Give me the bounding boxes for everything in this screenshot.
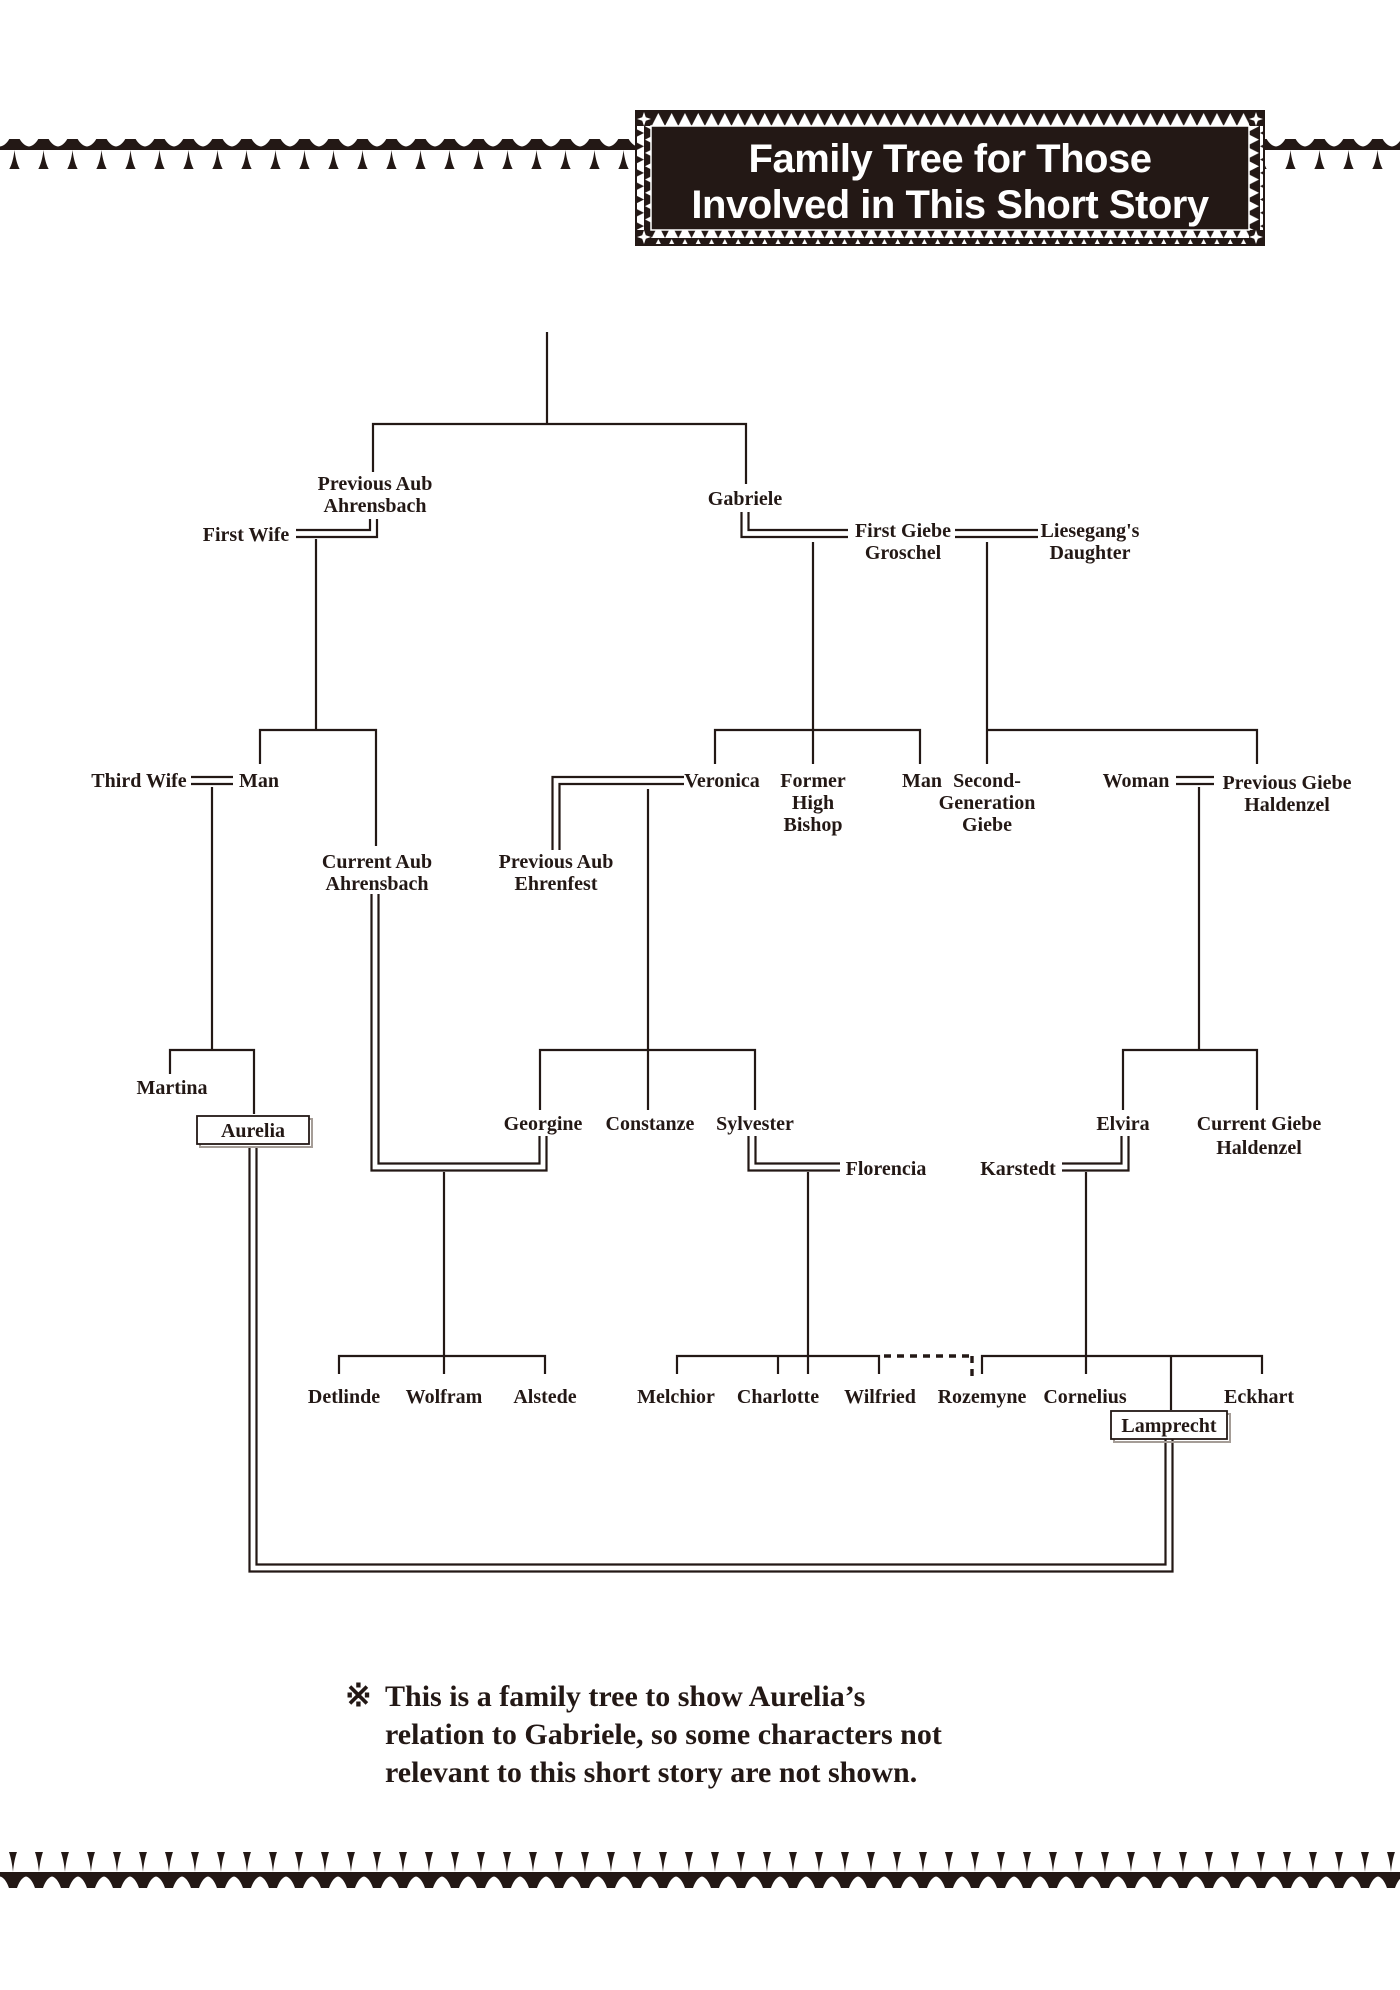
node-sylvester: Sylvester xyxy=(716,1113,794,1135)
node-gabriele: Gabriele xyxy=(708,488,783,510)
footnote-line-3: relevant to this short story are not sho… xyxy=(385,1756,917,1789)
node-lamprecht: Lamprecht xyxy=(1121,1415,1217,1437)
node-former-high-bishop: Former xyxy=(780,770,846,792)
title-border-top-teeth xyxy=(651,112,1249,126)
marriage-currentaub-georgine xyxy=(377,894,541,1165)
connector-groschel-children-fork xyxy=(987,728,1259,764)
node-wolfram: Wolfram xyxy=(406,1386,483,1408)
footnote-line-2: relation to Gabriele, so some characters… xyxy=(385,1718,942,1751)
node-current-aub-ahrensbach: Ahrensbach xyxy=(326,873,429,895)
top-band-left-spikes xyxy=(0,139,637,169)
node-former-high-bishop: Bishop xyxy=(784,814,843,836)
node-karstedt: Karstedt xyxy=(980,1158,1056,1180)
top-band-right-spikes xyxy=(1257,139,1400,169)
node-rozemyne: Rozemyne xyxy=(938,1386,1027,1408)
marriage-aurelia-lamprecht xyxy=(248,1146,1174,1573)
connector-thirdwife-children-fork xyxy=(168,1048,256,1114)
node-third-wife: Third Wife xyxy=(91,770,187,792)
marriage-sylvester-florencia xyxy=(747,1136,840,1172)
connector-gabriele-children-fork xyxy=(713,728,922,764)
node-man-son-of-first-wife: Man xyxy=(239,770,279,792)
node-former-high-bishop: High xyxy=(792,792,834,814)
person-labels: Previous Aub Ahrensbach Gabriele First W… xyxy=(91,473,1351,1408)
node-charlotte: Charlotte xyxy=(737,1386,819,1408)
adoption-connector xyxy=(884,1354,974,1380)
node-first-wife: First Wife xyxy=(203,524,290,546)
title-border-left-teeth xyxy=(637,126,651,230)
node-current-giebe-haldenzel: Current Giebe xyxy=(1197,1113,1322,1135)
node-previous-aub-ehrenfest: Ehrenfest xyxy=(515,873,598,895)
node-alstede: Alstede xyxy=(513,1386,576,1408)
title-plaque: Family Tree for Those Involved in This S… xyxy=(635,110,1265,246)
node-man-son-of-groschel: Man xyxy=(902,770,942,792)
marriage-sylvester-florencia xyxy=(754,1136,840,1165)
title-border-right-teeth xyxy=(1249,126,1263,230)
tree-connectors xyxy=(168,332,1264,1410)
node-melchior: Melchior xyxy=(637,1386,715,1408)
marriage-currentaub-georgine xyxy=(370,894,548,1172)
node-detlinde: Detlinde xyxy=(308,1386,380,1408)
node-florencia: Florencia xyxy=(846,1158,927,1180)
title-line-1: Family Tree for Those xyxy=(749,137,1152,181)
connector-elvira-children-fork xyxy=(980,1354,1264,1374)
title-corner-star-icon xyxy=(637,112,651,126)
marriage-karstedt-elvira xyxy=(1062,1136,1123,1165)
footnote-marker: ※ xyxy=(345,1677,372,1713)
node-woman: Woman xyxy=(1103,770,1170,792)
top-decorative-band xyxy=(0,139,1400,169)
connector-root-fork xyxy=(371,422,748,484)
node-first-giebe-groschel: Groschel xyxy=(865,542,942,564)
node-second-generation-giebe: Giebe xyxy=(962,814,1012,836)
marriage-veronica-prevaubehrenfest xyxy=(551,775,684,850)
node-second-generation-giebe: Second- xyxy=(953,770,1021,792)
node-current-aub-ahrensbach: Current Aub xyxy=(322,851,432,873)
marriage-veronica-prevaubehrenfest xyxy=(558,782,684,850)
node-first-giebe-groschel: First Giebe xyxy=(855,520,951,542)
node-previous-aub-ehrenfest: Previous Aub xyxy=(499,851,614,873)
aurelia-box xyxy=(196,1115,310,1145)
node-aurelia: Aurelia xyxy=(221,1120,285,1142)
node-eckhart: Eckhart xyxy=(1224,1386,1294,1408)
lamprecht-box xyxy=(1110,1410,1228,1440)
footnote-line-1: This is a family tree to show Aurelia’s xyxy=(385,1680,865,1713)
node-previous-aub-ahrensbach: Ahrensbach xyxy=(324,495,427,517)
node-previous-giebe-haldenzel: Haldenzel xyxy=(1244,794,1330,816)
title-corner-star-icon xyxy=(1249,230,1263,244)
marriage-karstedt-elvira xyxy=(1062,1136,1130,1172)
marriage-firstwife-prevaubahrensbach xyxy=(296,519,379,539)
node-cornelius: Cornelius xyxy=(1043,1386,1127,1408)
marriage-firstwife-prevaubahrensbach xyxy=(296,519,372,532)
connector-firstwife-children-fork xyxy=(258,728,378,846)
connector-veronica-children-fork xyxy=(538,1048,757,1110)
node-second-generation-giebe: Generation xyxy=(939,792,1036,814)
node-elvira: Elvira xyxy=(1096,1113,1149,1135)
node-previous-giebe-haldenzel: Previous Giebe xyxy=(1222,772,1351,794)
bottom-decorative-band xyxy=(0,1852,1400,1888)
title-corner-star-icon xyxy=(1249,112,1263,126)
footnote: ※ This is a family tree to show Aurelia’… xyxy=(345,1677,942,1789)
node-previous-aub-ahrensbach: Previous Aub xyxy=(318,473,433,495)
connector-haldenzel-children-fork xyxy=(1121,1048,1259,1110)
title-line-2: Involved in This Short Story xyxy=(691,183,1209,227)
node-liesegangs-daughter: Daughter xyxy=(1049,542,1130,564)
node-constanze: Constanze xyxy=(606,1113,695,1135)
marriage-connectors xyxy=(191,512,1214,1573)
highlighted-boxes: Aurelia Lamprecht xyxy=(196,1115,1231,1443)
node-wilfried: Wilfried xyxy=(844,1386,916,1408)
title-inner-panel xyxy=(650,125,1250,231)
node-martina: Martina xyxy=(136,1077,207,1099)
title-border-bottom-teeth xyxy=(651,230,1249,244)
marriage-gabriele-groschel xyxy=(740,512,848,539)
marriage-gabriele-groschel xyxy=(747,512,848,532)
node-veronica: Veronica xyxy=(684,770,760,792)
node-current-giebe-haldenzel: Haldenzel xyxy=(1216,1137,1302,1159)
node-georgine: Georgine xyxy=(504,1113,583,1135)
connector-georgine-children-fork xyxy=(337,1354,547,1374)
title-corner-star-icon xyxy=(637,230,651,244)
marriage-aurelia-lamprecht xyxy=(255,1146,1167,1566)
node-liesegangs-daughter: Liesegang's xyxy=(1041,520,1140,542)
